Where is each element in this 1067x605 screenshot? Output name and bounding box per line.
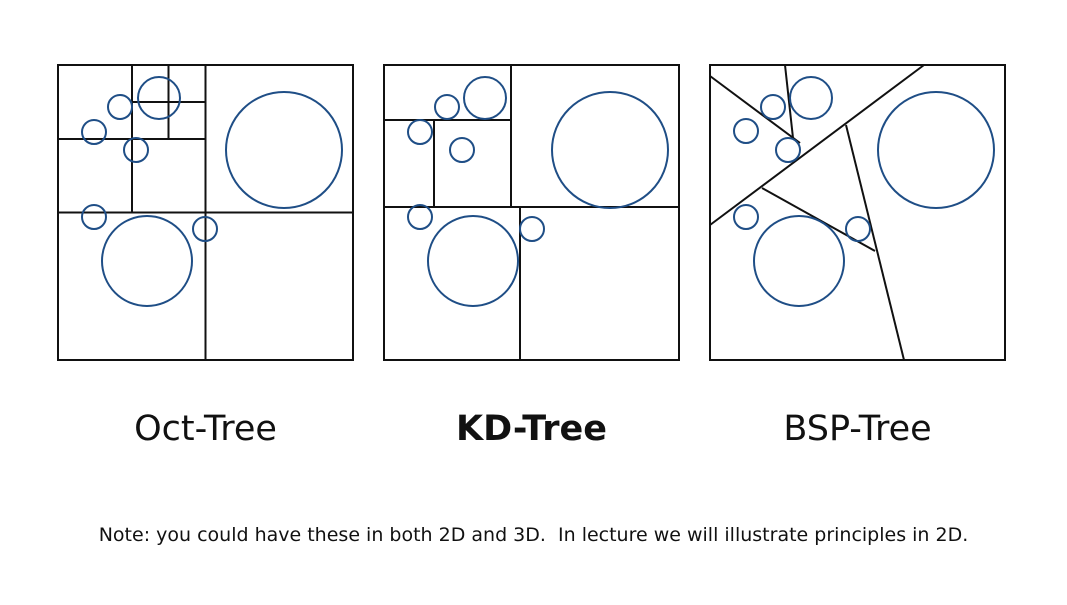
bsp-split-line	[784, 64, 794, 139]
bsp-split-line	[709, 75, 801, 144]
kd-tree-frame	[383, 64, 680, 361]
object-circle	[789, 76, 833, 120]
kd-tree-diagram	[383, 64, 680, 361]
object-circle	[551, 91, 669, 209]
object-circle	[449, 137, 475, 163]
bsp-tree-svg	[709, 64, 1006, 361]
bsp-tree-caption: BSP-Tree	[783, 409, 932, 449]
object-circle	[877, 91, 995, 209]
object-circle	[137, 76, 181, 120]
object-circle	[753, 215, 845, 307]
object-circle	[845, 216, 871, 242]
object-circle	[427, 215, 519, 307]
object-circle	[107, 94, 133, 120]
bsp-tree-diagram	[709, 64, 1006, 361]
object-circle	[123, 137, 149, 163]
object-circle	[733, 118, 759, 144]
object-circle	[733, 204, 759, 230]
kd-tree-svg	[383, 64, 680, 361]
kd-tree-caption: KD-Tree	[456, 409, 607, 449]
object-circle	[760, 94, 786, 120]
object-circle	[192, 216, 218, 242]
oct-tree-svg	[57, 64, 354, 361]
bsp-split-line	[845, 124, 905, 361]
object-circle	[407, 204, 433, 230]
oct-tree-caption: Oct-Tree	[134, 409, 277, 449]
object-circle	[519, 216, 545, 242]
bsp-split-line	[709, 64, 925, 226]
object-circle	[775, 137, 801, 163]
object-circle	[81, 204, 107, 230]
object-circle	[407, 119, 433, 145]
object-circle	[81, 119, 107, 145]
bsp-tree-frame	[709, 64, 1006, 361]
footnote-text: Note: you could have these in both 2D an…	[98, 524, 969, 546]
oct-tree-diagram	[57, 64, 354, 361]
object-circle	[225, 91, 343, 209]
object-circle	[434, 94, 460, 120]
object-circle	[463, 76, 507, 120]
object-circle	[101, 215, 193, 307]
